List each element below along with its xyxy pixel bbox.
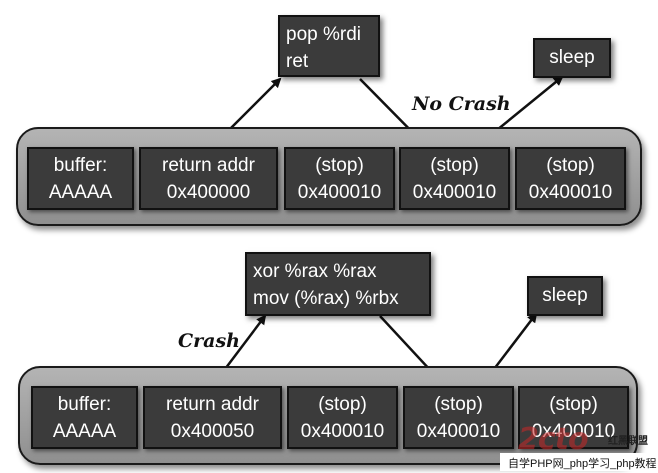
top-cell-stop-1-value: 0x400010 (297, 181, 382, 203)
bottom-gadget-line-2: mov (%rax) %rbx (253, 288, 399, 309)
top-gadget-box: pop %rdi ret (278, 15, 380, 77)
bottom-cell-stop-1: (stop) 0x400010 (287, 386, 398, 449)
top-cell-stop-2: (stop) 0x400010 (399, 147, 510, 210)
top-cell-stop-1-label: (stop) (315, 154, 364, 176)
bottom-cell-stop-1-value: 0x400010 (300, 420, 385, 442)
top-cell-buffer-value: AAAAA (48, 181, 113, 203)
top-cell-return-addr-value: 0x400000 (166, 181, 251, 203)
top-cell-return-addr: return addr 0x400000 (139, 147, 278, 210)
bottom-cell-stop-1-label: (stop) (318, 393, 367, 415)
top-sleep-box: sleep (533, 38, 611, 78)
top-gadget-line-1: pop %rdi (286, 24, 361, 45)
bottom-sleep-label: sleep (542, 285, 588, 306)
arrow-top-stop-to-sleep (496, 75, 564, 131)
bottom-cell-stop-2-value: 0x400010 (416, 420, 501, 442)
watermark-bar: 自学PHP网_php学习_php教程 (500, 453, 658, 471)
bottom-cell-stop-2-label: (stop) (434, 393, 483, 415)
bottom-cell-buffer-value: AAAAA (52, 420, 117, 442)
bottom-cell-stop-3-value: 0x400010 (531, 420, 616, 442)
watermark-tagline: 红黑联盟 (608, 436, 648, 447)
bottom-cell-buffer: buffer: AAAAA (31, 386, 138, 449)
top-cell-stop-1: (stop) 0x400010 (284, 147, 395, 210)
top-cell-return-addr-label: return addr (162, 154, 255, 176)
watermark: 2cto 红黑联盟 自学PHP网_php学习_php教程 (500, 420, 658, 473)
bottom-cell-return-addr-value: 0x400050 (170, 420, 255, 442)
top-cell-stop-3: (stop) 0x400010 (515, 147, 626, 210)
bottom-cell-return-addr-label: return addr (166, 393, 259, 415)
bottom-gadget-line-1: xor %rax %rax (253, 261, 377, 282)
top-sleep-label: sleep (549, 47, 595, 68)
top-cell-stop-3-label: (stop) (546, 154, 595, 176)
top-cell-stop-2-value: 0x400010 (412, 181, 497, 203)
top-gadget-line-2: ret (286, 51, 309, 72)
bottom-cell-stop-3: (stop) 0x400010 (518, 386, 629, 449)
top-cell-buffer-label: buffer: (53, 154, 108, 176)
bottom-sleep-box: sleep (527, 276, 603, 316)
bottom-gadget-box: xor %rax %rax mov (%rax) %rbx (245, 252, 431, 316)
bottom-cell-stop-2: (stop) 0x400010 (403, 386, 514, 449)
top-cell-stop-3-value: 0x400010 (528, 181, 613, 203)
bottom-crash-label: Crash (178, 330, 240, 352)
top-no-crash-label: No Crash (412, 93, 511, 115)
bottom-cell-stop-3-label: (stop) (549, 393, 598, 415)
top-cell-buffer: buffer: AAAAA (27, 147, 134, 210)
watermark-logo: 2cto (518, 422, 589, 457)
bottom-cell-buffer-label: buffer: (57, 393, 112, 415)
watermark-bar-text: 自学PHP网_php学习_php教程 (508, 458, 657, 470)
top-cell-stop-2-label: (stop) (430, 154, 479, 176)
bottom-cell-return-addr: return addr 0x400050 (143, 386, 282, 449)
